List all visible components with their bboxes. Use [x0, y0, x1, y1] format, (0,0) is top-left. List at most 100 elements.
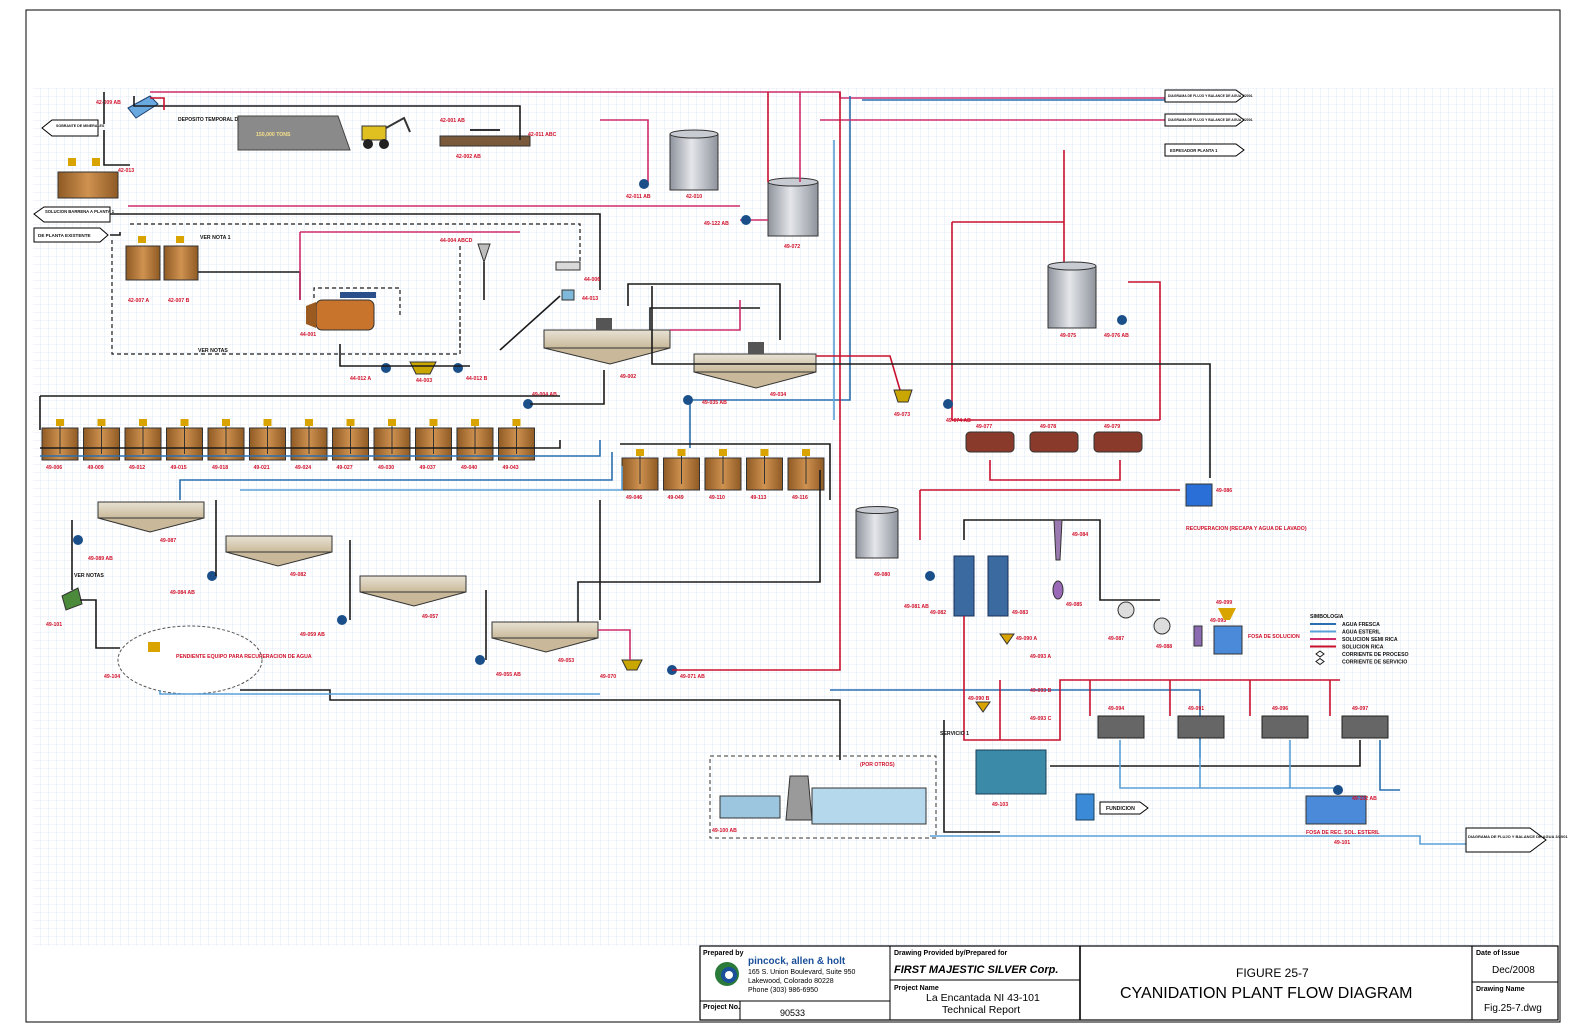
- label-49-103: 49-103: [992, 802, 1008, 808]
- legend-symbol: [1315, 657, 1325, 666]
- loader: [361, 116, 411, 149]
- recovery-note: RECUPERACION (RECAPA Y AGUA DE LAVADO): [1186, 526, 1307, 532]
- dryer-49-103: 49-103: [975, 749, 1047, 808]
- balance-arrow-2-label: DIAGRAMA DE FLUJO Y BALANCE DE AGUA 3/20…: [1168, 118, 1253, 122]
- label-44-012a: 44-012 A: [350, 376, 371, 382]
- tank-49-075: 49-075: [1047, 261, 1097, 339]
- sump-49-101: 49-101: [46, 587, 83, 628]
- label-42-002: 42-002 AB: [456, 154, 481, 160]
- tailings-arrow-label: SOBRANTE DE MINERALES: [56, 124, 105, 128]
- plant-thickener-arrow: ESPESADOR PLANTA 1: [1164, 143, 1245, 157]
- pump-49-035: 49-035 AB: [683, 395, 727, 406]
- filter-press-49-091: 49-091: [1177, 706, 1225, 739]
- unit-49-095: 49-095: [1193, 618, 1226, 647]
- legend-label: AGUA FRESCA: [1342, 622, 1380, 628]
- stockpile: 150,000 TONS: [237, 115, 351, 151]
- label-44-004: 44-004 ABCD: [440, 238, 473, 244]
- figure-number: FIGURE 25-7: [1236, 966, 1309, 980]
- pump-49-004: 49-004 AB: [523, 392, 557, 409]
- label-49-096: 49-096: [1272, 706, 1288, 712]
- thickener-49-057: 49-057: [359, 575, 467, 620]
- project-no: 90533: [780, 1008, 805, 1018]
- tank-label: 49-027: [337, 465, 353, 471]
- tank-label: 49-037: [420, 465, 436, 471]
- leach-tank: 49-018: [207, 419, 245, 471]
- balance-arrow-3: DIAGRAMA DE FLUJO Y BALANCE DE AGUA 3/20…: [1465, 827, 1568, 853]
- drawing-name: Fig.25-7.dwg: [1484, 1003, 1542, 1014]
- label-49-100: 49-100 AB: [712, 828, 737, 834]
- leach-tank: 49-021: [249, 419, 286, 471]
- label-49-070: 49-070: [600, 674, 616, 680]
- address-line-1: 165 S. Union Boulevard, Suite 950: [748, 969, 856, 976]
- label-42-013: 42-013: [118, 168, 134, 174]
- note-see-notes-2: VER NOTAS: [74, 573, 104, 579]
- thickener-49-082: 49-082: [225, 535, 333, 578]
- agitator-motor: [802, 449, 810, 456]
- vessel-foundry: [1075, 793, 1095, 821]
- tank-label: 49-018: [212, 465, 228, 471]
- filter-press-49-097: 49-097: [1341, 706, 1389, 739]
- plant-thickener-label: ESPESADOR PLANTA 1: [1170, 148, 1218, 153]
- company-logo: [715, 962, 739, 986]
- tailings-outlet-arrow: SOBRANTE DE MINERALES: [41, 119, 105, 137]
- label-42-011ab: 42-011 AB: [626, 194, 651, 200]
- label-42-007b: 42-007 B: [168, 298, 190, 304]
- balance-arrow-3-label: DIAGRAMA DE FLUJO Y BALANCE DE AGUA 3/20…: [1468, 834, 1568, 839]
- label-49-122: 49-122 AB: [704, 221, 729, 227]
- agitator-motor: [719, 449, 727, 456]
- vacuum-pump-49-088: 49-088: [1153, 617, 1172, 650]
- label-44-013: 44-013: [582, 296, 598, 302]
- filter-49-077: 49-077: [965, 424, 1015, 453]
- label-49-053: 49-053: [558, 658, 574, 664]
- label-49-034: 49-034: [770, 392, 786, 398]
- agitator-motor: [305, 419, 313, 426]
- screen-42-009: 42-009 AB: [96, 95, 159, 119]
- foundry-label: FUNDICION: [1106, 806, 1135, 812]
- tank-label: 49-012: [129, 465, 145, 471]
- leach-tank: 49-037: [415, 419, 452, 471]
- leach-tank: 49-012: [124, 419, 162, 471]
- sump-44-003: 44-003: [409, 361, 437, 384]
- tank-label: 49-110: [709, 495, 725, 501]
- label-44-003: 44-003: [416, 378, 432, 384]
- company-name: pincock, allen & holt: [748, 956, 846, 967]
- leach-tank: 49-009: [83, 419, 120, 471]
- pump-49-076: 49-076 AB: [1104, 315, 1129, 339]
- label-49-076: 49-076 AB: [1104, 333, 1129, 339]
- label-49-088: 49-088: [1156, 644, 1172, 650]
- legend-item: SOLUCION RICA: [1310, 644, 1384, 650]
- label-49-089: 49-089 AB: [88, 556, 113, 562]
- stockpile-label: 150,000 TONS: [256, 132, 291, 138]
- agitator-motor: [139, 419, 147, 426]
- sump-49-070: 49-070: [600, 659, 643, 680]
- label-42-009: 42-009 AB: [96, 100, 121, 106]
- label-49-093a: 49-093 A: [1030, 654, 1051, 660]
- label-49-097: 49-097: [1352, 706, 1368, 712]
- ball-mill-44-001: 44-001: [300, 292, 376, 338]
- label-49-099: 49-099: [1216, 600, 1232, 606]
- label-49-087: 49-087: [160, 538, 176, 544]
- label-49-082b: 49-082: [930, 610, 946, 616]
- tank-42-007b: 42-007 B: [163, 236, 199, 304]
- leach-tank: 49-027: [332, 419, 369, 471]
- label-49-085: 49-085: [1066, 602, 1082, 608]
- label-49-080: 49-080: [874, 572, 890, 578]
- legend-symbol: [1315, 650, 1325, 658]
- tank-label: 49-015: [171, 465, 187, 471]
- filter-press-49-096: 49-096: [1261, 706, 1309, 739]
- tank-label: 49-113: [751, 495, 767, 501]
- leach-tank: 49-030: [373, 419, 411, 471]
- phone: Phone (303) 986-6950: [748, 987, 818, 994]
- label-49-075: 49-075: [1060, 333, 1076, 339]
- legend-label: CORRIENTE DE SERVICIO: [1342, 659, 1407, 665]
- tank-label: 49-040: [461, 465, 477, 471]
- agitator-motor: [180, 419, 189, 426]
- label-49-073: 49-073: [894, 412, 910, 418]
- project-name-line-2: Technical Report: [942, 1004, 1020, 1016]
- label-49-057: 49-057: [422, 614, 438, 620]
- label-49-101: 49-101: [46, 622, 62, 628]
- belt-conveyor-42-011: 42-001 AB 42-011 ABC 42-002 AB: [439, 118, 557, 160]
- sterile-pit-note: FOSA DE REC. SOL. ESTERIL: [1306, 830, 1380, 836]
